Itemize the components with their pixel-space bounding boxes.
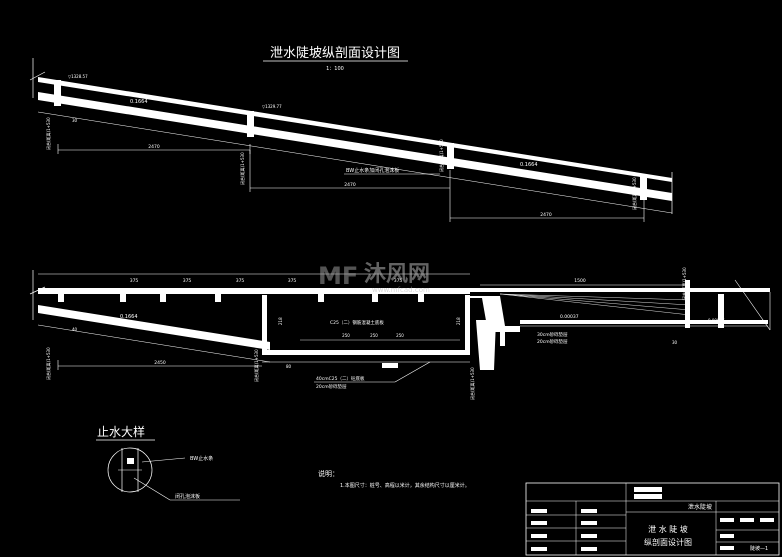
detail-circle (107, 447, 153, 493)
detail-title: 止水大样 (97, 424, 145, 439)
notes: 说明： 1.本图尺寸：桩号、高程以米计，其余结构尺寸以厘米计。 (318, 469, 470, 489)
notes-item-1: 1.本图尺寸：桩号、高程以米计，其余结构尺寸以厘米计。 (340, 482, 470, 489)
upper-joint-1 (54, 80, 61, 106)
upper-side-note-1: 闭合(距离)1+530 (45, 117, 51, 150)
detail-label-1: BW止水条 (190, 455, 213, 462)
upper-slope-label: 0.1664 (130, 99, 148, 105)
lower-note-5: 20cm砂砾垫层 (537, 338, 568, 345)
waterstop-detail: 止水大样 BW止水条 闭孔泡沫板 (96, 424, 240, 501)
lower-slope-label: 0.1664 (120, 314, 138, 320)
upper-joint-3 (447, 143, 454, 169)
lower-profile: 375 375 375 375 375 1500 0.1664 0.00037 … (29, 267, 771, 400)
lower-top-dim-1: 375 (130, 278, 139, 284)
lower-inner-dim-1: 250 (342, 333, 350, 338)
lower-inner-dim-3: 250 (396, 333, 404, 338)
lower-height-5: 30 (672, 340, 678, 345)
lower-top-dim-2: 375 (183, 278, 192, 284)
upper-elev-1: ▽1328.57 (68, 74, 88, 79)
upper-dim-1: 2470 (148, 144, 160, 150)
lower-height-3: 40 (72, 327, 78, 332)
upper-slab (38, 92, 672, 201)
lower-note-4: 30cm砂砾垫层 (537, 331, 568, 338)
lower-deck-right (470, 288, 770, 292)
title-block-name-2: 纵剖面设计图 (644, 537, 692, 547)
lower-apron-wall (476, 320, 496, 370)
title-block-project: 泄水陡坡 (688, 503, 712, 511)
upper-thk-label: 30 (72, 118, 78, 123)
lower-side-note-2: 闭合(距离)1+530 (253, 349, 259, 382)
upper-side-note-4: 闭合(距离)1+530 (631, 177, 637, 210)
lower-note-3: 20cm砂砾垫层 (316, 383, 347, 390)
lower-top-dim-3: 375 (236, 278, 245, 284)
lower-bottom-dim: 2450 (154, 360, 166, 366)
upper-dim-3: 2470 (540, 212, 552, 218)
upper-elev-2: ▽1329.77 (262, 104, 282, 109)
lower-top-dim-5: 375 (394, 278, 403, 284)
upper-slope-label-2: 0.1664 (520, 162, 538, 168)
title-block-drawing-no: 陡坡—1 (750, 545, 768, 552)
watermark-url: www.mfcad.com (372, 286, 430, 294)
watermark: MF 沐风网 www.mfcad.com (318, 262, 430, 294)
lower-height-4: 80 (286, 364, 292, 369)
lower-slope-right: 0.00037 (560, 314, 579, 320)
upper-joint-2 (247, 111, 254, 137)
upper-joint-4 (640, 174, 647, 200)
lower-side-note-3: 闭合(距离)1+530 (469, 367, 475, 400)
lower-height-2: 218 (456, 317, 461, 325)
lower-outlet-slab (520, 320, 768, 324)
watermark-logo: MF (318, 262, 358, 290)
upper-dim-2: 2470 (344, 182, 356, 188)
lower-wall-left (262, 295, 267, 353)
lower-side-note-4: 闭合(距离)1+530 (681, 267, 687, 300)
drawing-scale: 1：100 (326, 66, 344, 72)
lower-elevation: ▽1228.57 (60, 288, 80, 293)
lower-bottom-slab (262, 350, 470, 355)
lower-note-1: C25（二）钢筋混凝土底板 (330, 319, 384, 326)
lower-side-note-1: 闭合(距离)1+530 (45, 347, 51, 380)
watermark-brand: 沐风网 (364, 262, 430, 287)
drawing-title: 泄水陡坡纵剖面设计图 (270, 46, 400, 61)
upper-top-surface (38, 77, 672, 182)
lower-apron (470, 296, 520, 332)
lower-top-dim-4: 375 (288, 278, 297, 284)
lower-deck (38, 288, 470, 294)
upper-side-note-2: 闭合(距离)1+530 (239, 152, 245, 185)
title-block: 泄水陡坡 泄 水 陡 坡 纵剖面设计图 陡坡—1 (525, 482, 780, 556)
notes-heading: 说明： (318, 469, 339, 478)
lower-note-2: 40cmC25（二）砼底板 (316, 375, 365, 382)
lower-inner-dim-2: 250 (370, 333, 378, 338)
lower-slope-right-2: 0.00037 (708, 318, 725, 323)
lower-height-1: 218 (278, 317, 283, 325)
lower-wall-right (465, 295, 470, 353)
upper-side-note-3: 闭合(距离)1+530 (438, 139, 444, 172)
lower-slab (38, 305, 270, 350)
title-block-name-1: 泄 水 陡 坡 (648, 524, 688, 534)
upper-profile: ▽1328.57 ▽1329.77 0.1664 0.1664 30 2470 … (29, 58, 673, 222)
upper-joint-note: BW止水条加闭孔泡沫板 (346, 167, 399, 174)
lower-top-dim-6: 1500 (574, 278, 586, 284)
detail-label-2: 闭孔泡沫板 (175, 493, 200, 500)
